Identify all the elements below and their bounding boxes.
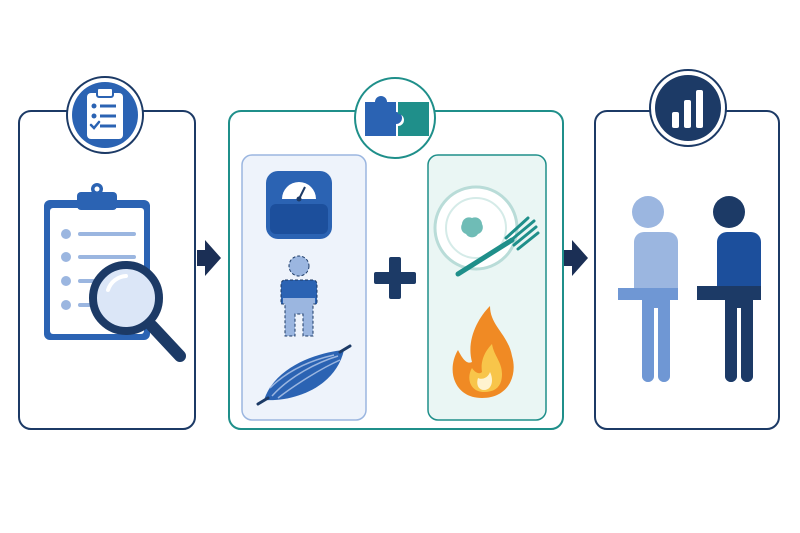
clipboard-magnifier-icon: [44, 183, 186, 362]
body-composition-icon: [280, 255, 318, 337]
plus-icon: [374, 257, 416, 299]
arrow-right-icon: [197, 240, 221, 276]
bar-chart-icon: [649, 69, 727, 147]
two-people-icon: [618, 196, 761, 382]
muscle-icon: [256, 344, 352, 406]
person-dark-icon: [697, 196, 761, 382]
arrow-right-icon: [564, 240, 588, 276]
plate-fork-icon: [433, 185, 540, 277]
weighing-scale-icon: [266, 171, 332, 239]
flame-icon: [452, 306, 514, 398]
clipboard-checklist-icon: [66, 76, 144, 154]
puzzle-pieces-icon: [354, 77, 436, 159]
person-light-icon: [618, 196, 678, 382]
